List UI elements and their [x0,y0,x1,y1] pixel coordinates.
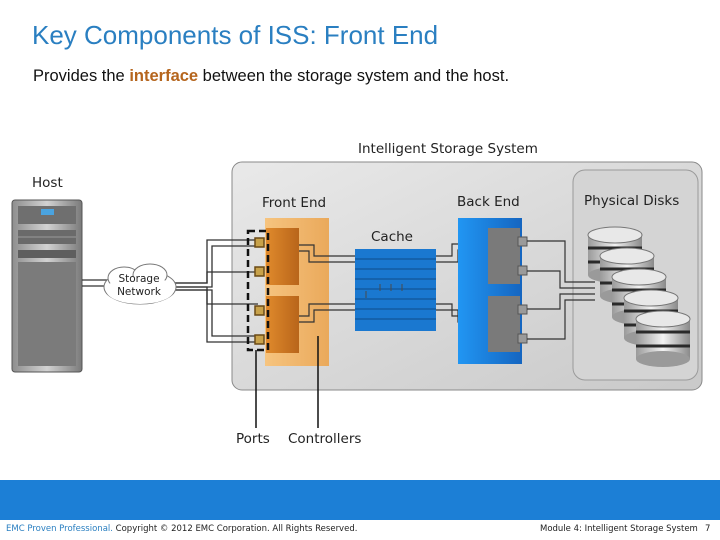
callout-lines [255,336,319,428]
slide-subtitle: Provides the interface between the stora… [33,67,509,86]
host-label: Host [32,175,63,191]
back-end-label: Back End [457,194,520,210]
back-end-to-disk-links [527,240,595,340]
cache-block [355,249,436,331]
front-end-controller-top [266,228,299,285]
footer-band [0,480,720,520]
cache-label: Cache [371,229,413,245]
front-end-to-cache-links [299,244,355,323]
storage-network-cloud-icon [103,263,177,305]
physical-disk-stacks-icon [587,226,691,367]
network-to-port-links [172,239,258,343]
back-end-controllers [488,228,528,352]
front-end-ports [254,237,265,345]
footer-copyright: EMC Proven Professional. Copyright © 201… [6,524,357,534]
footer-module: Module 4: Intelligent Storage System [540,524,698,534]
physical-disks-label: Physical Disks [584,193,680,209]
iss-front-end-diagram [11,161,703,428]
subtitle-text-before: Provides the [33,67,130,85]
subtitle-highlight: interface [129,67,199,85]
host-server-icon [11,199,83,373]
footer-brand: EMC Proven Professional. [6,524,113,534]
front-end-label: Front End [262,195,327,211]
storage-network-line2: Network [117,286,161,298]
slide-title: Key Components of ISS: Front End [32,20,439,50]
iss-label: Intelligent Storage System [358,141,538,157]
subtitle-text-after: between the storage system and the host. [198,67,510,85]
controllers-label: Controllers [288,431,362,447]
front-end-controller-bottom [266,296,299,353]
storage-network-line1: Storage [118,273,160,285]
ports-highlight-frame [246,229,270,352]
footer-copyright-text: Copyright © 2012 EMC Corporation. All Ri… [112,524,358,534]
ports-label: Ports [236,431,270,447]
page-number: 7 [705,524,711,534]
